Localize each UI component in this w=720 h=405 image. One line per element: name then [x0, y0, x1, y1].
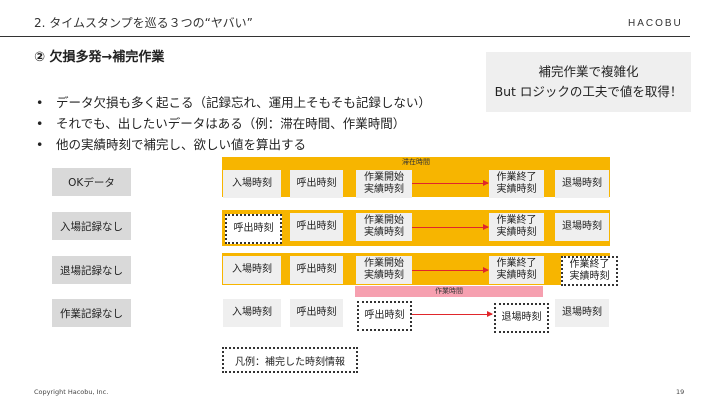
header-divider — [0, 36, 690, 37]
row-label-no-work: 作業記録なし — [52, 299, 131, 327]
row-label-ok: OKデータ — [52, 168, 131, 196]
bullet-list: データ欠損も多く起こる（記録忘れ、運用上そもそも記録しない） それでも、出したい… — [34, 92, 431, 155]
arrow-work-duration — [412, 224, 489, 230]
stay-time-band-row1 — [222, 167, 610, 197]
cell-work-end: 作業終了 実績時刻 — [489, 256, 544, 284]
cell-work-end-complemented: 退場時刻 — [494, 303, 549, 333]
work-time-label: 作業時間 — [435, 287, 463, 295]
cell-call-time: 呼出時刻 — [290, 256, 343, 284]
callout-line-1: 補完作業で複雑化 — [538, 64, 639, 79]
slide-subtitle: ② 欠損多発→補完作業 — [34, 50, 165, 65]
section-title: 2. タイムスタンプを巡る３つの“ヤバい” — [34, 16, 253, 30]
bullet-item: データ欠損も多く起こる（記録忘れ、運用上そもそも記録しない） — [34, 92, 431, 113]
copyright: Copyright Hacobu, Inc. — [34, 388, 109, 396]
cell-call-time: 呼出時刻 — [290, 213, 343, 241]
cell-work-start: 作業開始 実績時刻 — [356, 256, 412, 284]
cell-work-start: 作業開始 実績時刻 — [356, 170, 412, 198]
legend-complemented: 凡例：補完した時刻情報 — [222, 347, 358, 373]
row-label-no-exit: 退場記録なし — [52, 256, 131, 284]
row-label-no-entry: 入場記録なし — [52, 212, 131, 240]
cell-call-time: 呼出時刻 — [290, 299, 343, 327]
cell-work-end: 作業終了 実績時刻 — [489, 213, 544, 241]
work-time-band: 作業時間 — [355, 286, 543, 297]
cell-work-start: 作業開始 実績時刻 — [356, 213, 412, 241]
stay-time-label: 滞在時間 — [402, 158, 430, 166]
stay-time-band-row3 — [222, 253, 610, 285]
cell-entry-time: 入場時刻 — [223, 170, 281, 198]
cell-exit-time: 退場時刻 — [555, 213, 609, 241]
cell-entry-time: 入場時刻 — [223, 256, 281, 284]
cell-call-time: 呼出時刻 — [290, 170, 343, 198]
hacobu-logo: HACOBU — [628, 18, 683, 29]
cell-entry-time: 入場時刻 — [223, 299, 281, 327]
bullet-item: それでも、出したいデータはある（例：滞在時間、作業時間） — [34, 113, 431, 134]
callout-box: 補完作業で複雑化 But ロジックの工夫で値を取得！ — [486, 52, 691, 112]
stay-time-band-top: 滞在時間 — [222, 157, 610, 167]
cell-exit-time: 退場時刻 — [555, 170, 609, 198]
cell-exit-complemented: 作業終了 実績時刻 — [561, 256, 618, 286]
callout-line-2: But ロジックの工夫で値を取得！ — [494, 84, 683, 99]
cell-work-end: 作業終了 実績時刻 — [489, 170, 544, 198]
cell-entry-complemented: 呼出時刻 — [225, 214, 282, 244]
cell-exit-time: 退場時刻 — [555, 299, 609, 327]
arrow-work-duration — [412, 267, 489, 273]
arrow-work-duration — [412, 180, 489, 186]
cell-work-start-complemented: 呼出時刻 — [357, 301, 412, 331]
page-number: 19 — [676, 388, 685, 396]
arrow-work-duration — [412, 311, 493, 317]
stay-time-band-row2 — [222, 210, 610, 246]
bullet-item: 他の実績時刻で補完し、欲しい値を算出する — [34, 134, 431, 155]
